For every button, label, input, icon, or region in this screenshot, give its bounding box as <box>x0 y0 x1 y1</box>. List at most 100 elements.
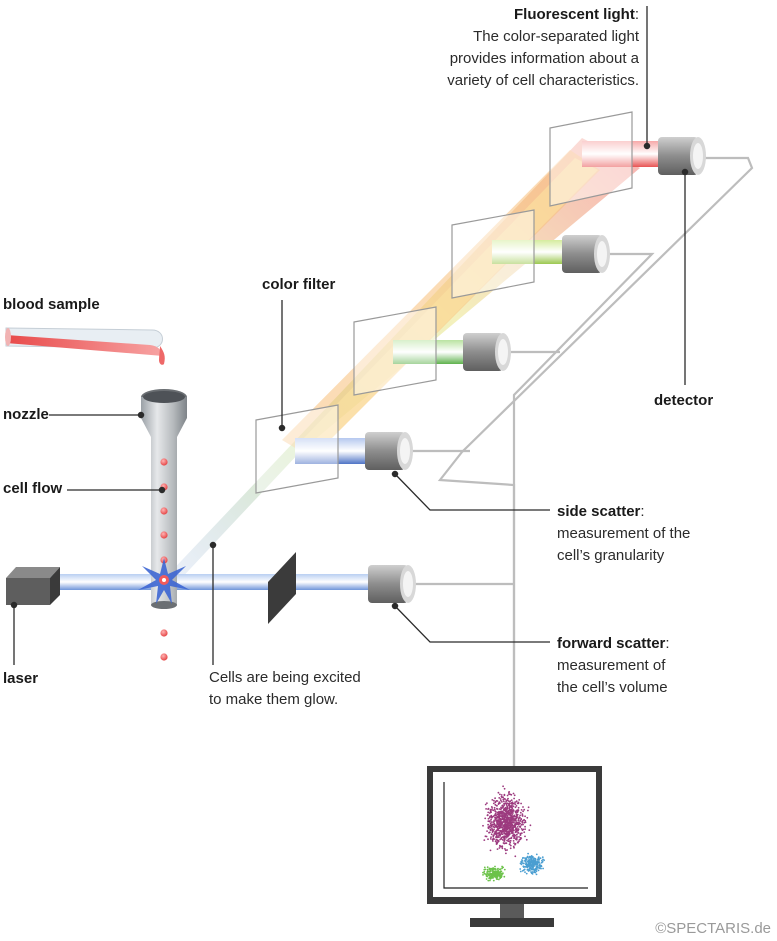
scatter-point <box>539 866 541 869</box>
scatter-point <box>513 797 515 800</box>
scatter-point <box>512 829 515 832</box>
scatter-point <box>510 836 513 839</box>
scatter-point <box>530 858 533 861</box>
scatter-point <box>511 822 514 824</box>
scatter-point <box>501 847 504 850</box>
scatter-point <box>490 814 493 817</box>
scatter-point <box>489 809 492 812</box>
scatter-point <box>503 842 506 845</box>
scatter-point <box>492 871 495 873</box>
scatter-point <box>527 861 530 864</box>
scatter-point <box>486 875 488 878</box>
scatter-point <box>533 861 535 864</box>
scatter-point <box>509 841 512 844</box>
scatter-point <box>503 808 506 811</box>
scatter-point <box>496 808 499 810</box>
scatter-point <box>516 833 518 836</box>
scatter-point <box>506 805 509 808</box>
scatter-point <box>525 838 528 841</box>
scatter-point <box>492 879 495 882</box>
scatter-point <box>519 832 522 835</box>
scatter-point <box>502 805 505 808</box>
scatter-point <box>515 800 518 803</box>
scatter-point <box>508 791 510 794</box>
scatter-point <box>506 810 508 813</box>
scatter-point <box>492 835 495 838</box>
scatter-point <box>507 799 509 802</box>
scatter-point <box>529 824 532 827</box>
scatter-point <box>522 810 524 813</box>
excitation-star <box>138 558 190 604</box>
scatter-point <box>490 836 492 838</box>
scatter-point <box>509 814 512 817</box>
scatter-point <box>498 808 501 810</box>
scatter-point <box>532 859 535 861</box>
scatter-point <box>511 802 513 804</box>
scatter-point <box>503 840 505 842</box>
scatter-point <box>530 861 532 863</box>
scatter-point <box>525 866 527 868</box>
scatter-point <box>521 859 523 861</box>
scatter-point <box>499 798 502 800</box>
scatter-point <box>517 829 519 832</box>
scatter-point <box>494 868 496 871</box>
scatter-point <box>490 811 492 814</box>
scatter-point <box>527 857 530 859</box>
scatter-point <box>487 811 490 814</box>
scatter-point <box>499 844 501 847</box>
scatter-point <box>501 807 504 809</box>
scatter-point <box>516 826 519 828</box>
scatter-point <box>495 820 498 822</box>
scatter-point <box>510 820 512 823</box>
scatter-point <box>504 848 506 850</box>
scatter-point <box>522 819 524 822</box>
scatter-point <box>520 818 523 821</box>
scatter-point <box>503 875 506 878</box>
fluorescent-light-label: Fluorescent light: The color-separated l… <box>404 4 639 92</box>
scatter-point <box>514 831 517 834</box>
forward-scatter-colon: : <box>665 635 670 652</box>
scatter-point <box>499 829 501 832</box>
scatter-point <box>502 796 504 799</box>
scatter-point <box>503 814 506 816</box>
scatter-point <box>516 836 518 838</box>
scatter-point <box>494 831 496 833</box>
scatter-point <box>495 800 498 802</box>
scatter-point <box>507 797 509 800</box>
scatter-point <box>515 827 518 830</box>
scatter-point <box>504 822 507 825</box>
scatter-point <box>531 856 534 859</box>
scatter-point <box>491 827 493 830</box>
scatter-point <box>535 853 538 856</box>
scatter-point <box>501 830 504 832</box>
scatter-point <box>497 839 500 842</box>
scatter-point <box>537 869 540 872</box>
scatter-point <box>503 819 505 822</box>
scatter-point <box>499 812 502 814</box>
scatter-point <box>500 838 503 840</box>
scatter-point <box>491 816 494 818</box>
scatter-point <box>498 878 500 881</box>
scatter-point <box>524 819 527 822</box>
scatter-point <box>493 873 496 876</box>
scatter-point <box>528 867 531 870</box>
scatter-point <box>508 837 511 840</box>
scatter-point <box>483 868 486 871</box>
scatter-point <box>530 855 533 857</box>
scatter-point <box>502 785 504 788</box>
detector-icon <box>658 137 706 175</box>
detector-icon <box>562 235 610 273</box>
scatter-point <box>496 842 498 845</box>
scatter-point <box>541 856 544 859</box>
scatter-point <box>502 828 505 831</box>
scatter-point <box>519 825 522 828</box>
scatter-point <box>513 794 516 797</box>
scatter-point <box>487 817 490 820</box>
scatter-point <box>493 832 496 835</box>
scatter-point <box>490 825 492 827</box>
scatter-point <box>491 799 494 801</box>
laser-label: laser <box>3 670 39 687</box>
scatter-point <box>505 800 507 803</box>
scatter-point <box>485 835 488 838</box>
scatter-point <box>498 871 501 874</box>
